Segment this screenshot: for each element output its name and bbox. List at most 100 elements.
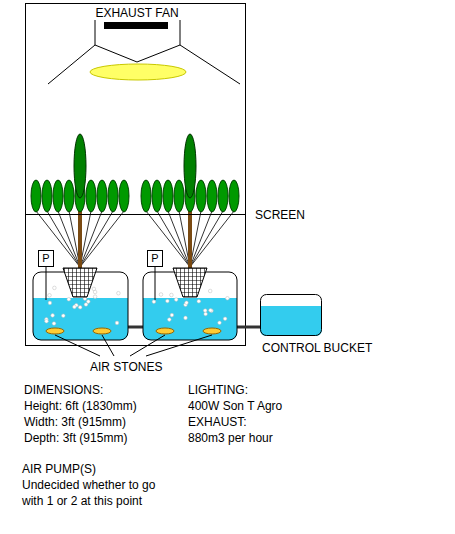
- bubble: [203, 309, 207, 313]
- leaf-top: [53, 180, 63, 212]
- leaf-top: [207, 180, 217, 212]
- label: Height: 6ft (1830mm): [24, 398, 137, 414]
- bubble: [208, 289, 212, 293]
- plant: [141, 134, 239, 268]
- node-label: CONTROL BUCKET: [258, 338, 372, 356]
- bubble: [170, 313, 174, 317]
- bubble: [73, 305, 77, 309]
- leaf-top: [108, 180, 118, 212]
- water: [143, 298, 237, 340]
- stem: [146, 211, 190, 267]
- bubble: [159, 293, 163, 297]
- bubble: [166, 299, 170, 303]
- bucket-shape: [258, 292, 324, 338]
- net-pot: [173, 268, 207, 297]
- bubble: [168, 318, 172, 322]
- plant: [31, 134, 129, 268]
- stem: [80, 211, 102, 267]
- screen-line: [25, 214, 245, 215]
- bubble: [170, 293, 174, 297]
- bubble: [209, 309, 213, 313]
- leaf-top: [119, 180, 129, 212]
- air-stone: [93, 328, 111, 334]
- plants: [31, 134, 239, 268]
- reflector-hood: [48, 20, 240, 84]
- bubble: [184, 316, 188, 320]
- label: 400W Son T Agro: [188, 398, 282, 414]
- label: SCREEN: [255, 207, 305, 223]
- label: EXHAUST FAN: [95, 5, 178, 21]
- bubble: [218, 321, 222, 325]
- leaf-top: [86, 180, 96, 212]
- leaf-top: [42, 180, 52, 212]
- bubble: [67, 298, 71, 302]
- bubble: [174, 298, 178, 302]
- stem: [190, 211, 223, 267]
- stem: [190, 211, 212, 267]
- leaf-top: [163, 180, 173, 212]
- label: AIR PUMP(S): [22, 461, 96, 477]
- pump-label: P: [148, 252, 162, 265]
- bubble: [115, 321, 119, 325]
- water: [260, 306, 322, 314]
- air-stone: [46, 328, 64, 334]
- air-stone: [156, 328, 174, 334]
- stem: [168, 211, 190, 267]
- label: LIGHTING:: [188, 382, 248, 398]
- net-pot: [63, 268, 97, 297]
- tent-outline: [26, 4, 246, 346]
- water: [260, 306, 322, 336]
- leaf-top: [31, 180, 41, 212]
- leaf-top: [152, 180, 162, 212]
- water: [143, 298, 237, 308]
- lamp: [90, 64, 186, 80]
- pump-line: [46, 267, 47, 300]
- bubble: [185, 301, 189, 305]
- exhaust-fan: [104, 22, 168, 29]
- bubble: [51, 314, 55, 318]
- bubble: [52, 322, 56, 326]
- pump-box: P: [38, 250, 54, 267]
- stem: [58, 211, 80, 267]
- bubble: [204, 312, 208, 316]
- label: Depth: 3ft (915mm): [24, 430, 127, 446]
- bubble: [78, 306, 82, 310]
- label: Undecided whether to go with 1 or 2 at t…: [22, 477, 174, 509]
- leaf-top: [174, 180, 184, 212]
- leaf-top: [218, 180, 228, 212]
- pump-line: [155, 267, 156, 300]
- bubble: [117, 291, 121, 295]
- bucket-outline: [261, 295, 322, 336]
- stem: [80, 211, 113, 267]
- bubble: [93, 290, 97, 294]
- bubble: [84, 303, 88, 307]
- label: EXHAUST:: [188, 414, 247, 430]
- stem: [80, 211, 124, 267]
- bubble: [197, 300, 201, 304]
- pump-label: P: [39, 252, 53, 265]
- air-stone: [203, 328, 221, 334]
- leaf-top: [97, 180, 107, 212]
- label: Width: 3ft (915mm): [24, 414, 126, 430]
- bubble: [45, 319, 49, 323]
- bubble: [223, 317, 227, 321]
- pipe: [235, 326, 261, 329]
- leaf-top: [64, 180, 74, 212]
- bubble: [48, 294, 52, 298]
- label: DIMENSIONS:: [24, 382, 103, 398]
- bubble: [62, 314, 66, 318]
- water: [33, 298, 128, 340]
- leader-line: [55, 335, 212, 356]
- bubble: [93, 295, 97, 299]
- pipe: [126, 326, 144, 329]
- label: 880m3 per hour: [188, 430, 273, 446]
- main-cola: [184, 134, 196, 198]
- stem: [190, 211, 234, 267]
- bubble: [48, 301, 52, 305]
- bubble: [226, 297, 230, 301]
- leaf-top: [229, 180, 239, 212]
- pump-box: P: [147, 250, 163, 267]
